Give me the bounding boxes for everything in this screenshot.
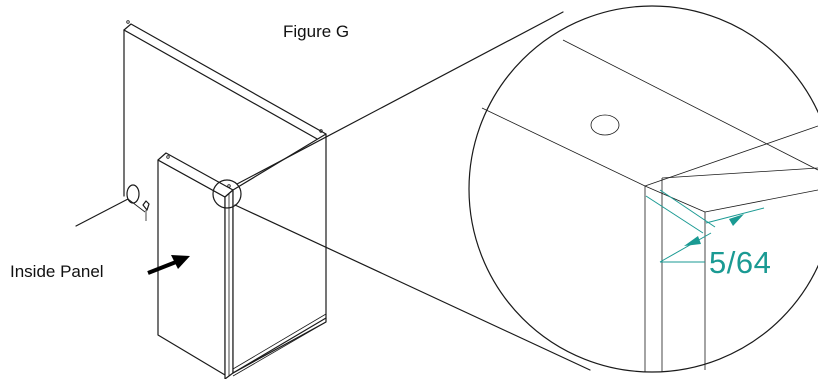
pointer-arrow: [147, 255, 190, 275]
side-panel: [224, 133, 327, 379]
projection-lines: [234, 11, 591, 371]
floor-edge: [75, 198, 146, 227]
magnified-detail: [468, 5, 818, 373]
dimension-arrow-left: [684, 236, 701, 246]
back-panel: [123, 20, 327, 197]
figure-title: Figure G: [283, 22, 350, 41]
dimension-arrow-right: [729, 214, 744, 226]
dimension-callout: [645, 189, 765, 263]
side-hole: [126, 184, 140, 204]
inside-panel-label: Inside Panel: [10, 262, 104, 281]
hinge-pin: [142, 200, 150, 221]
detail-marker: [212, 179, 242, 209]
dimension-label: 5/64: [709, 245, 772, 280]
detail-hole: [590, 114, 620, 136]
